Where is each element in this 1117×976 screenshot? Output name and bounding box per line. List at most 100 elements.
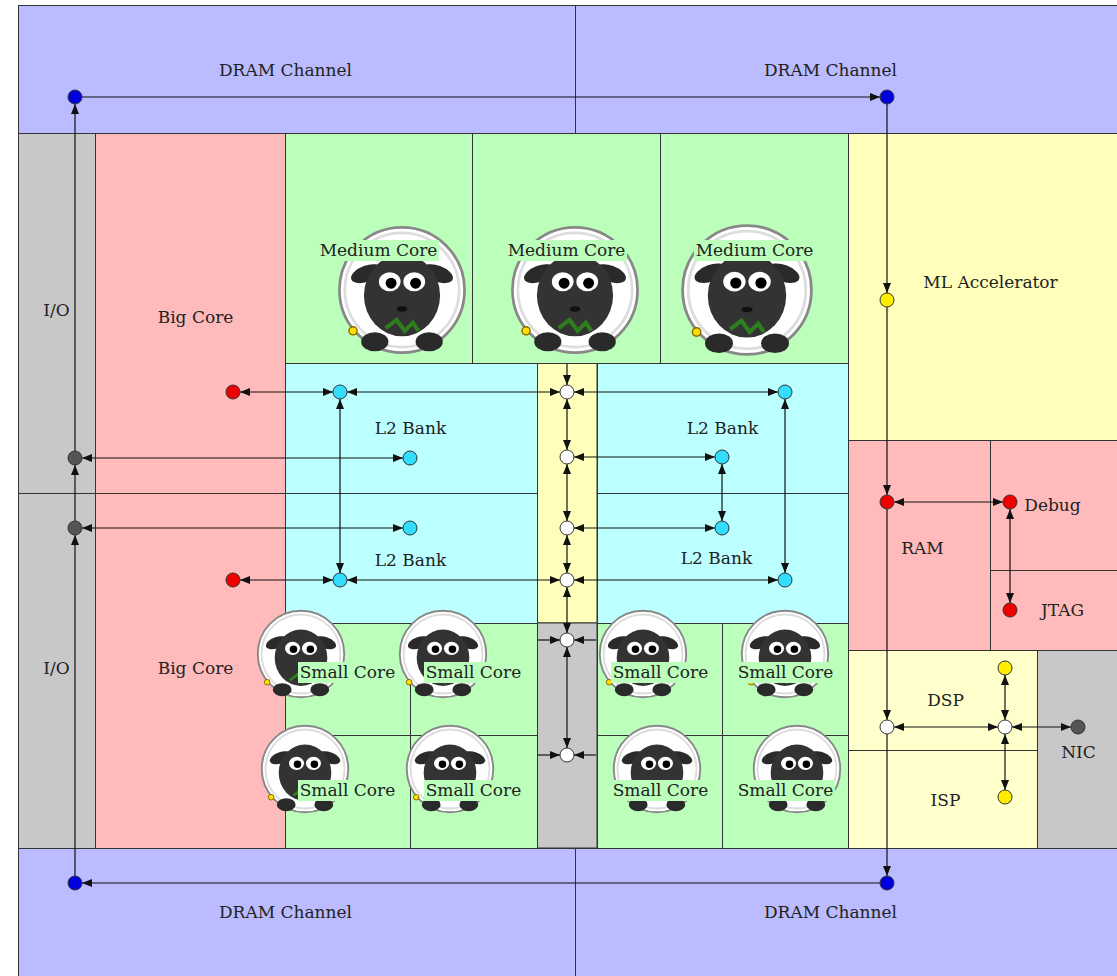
router-dot [403,451,417,465]
bus-connector [894,501,1003,502]
bus-connector [1009,509,1010,603]
block-label: Small Core [736,662,836,682]
router-dot [1071,720,1085,734]
block-label: Big Core [156,658,236,678]
block-label: JTAG [1039,600,1086,620]
noc-link [1004,675,1005,720]
bus-connector [82,96,880,97]
dram-channel: DRAM Channel [18,848,576,976]
sheep-illustration [262,726,348,812]
block-label: L2 Bank [679,548,754,568]
router-dot [998,790,1012,804]
block-label: RAM [899,538,945,558]
sheep-illustration [407,726,493,812]
router-dot [880,876,894,890]
router-dot [715,521,729,535]
block-label: Big Core [156,307,236,327]
sheep-illustration [512,227,637,352]
block-label: I/O [41,658,71,678]
bus-connector [886,509,887,720]
noc-link [566,587,567,633]
router-dot [226,573,240,587]
router-dot [226,385,240,399]
block-label: Small Core [611,780,711,800]
noc-link [538,639,560,640]
router-dot [880,495,894,509]
router-dot [560,450,574,464]
router-dot [998,661,1012,675]
bus-connector [240,579,333,580]
ram-block: RAM [848,440,991,651]
sheep-illustration [754,726,840,812]
noc-link [566,364,567,385]
io-block: I/O [18,133,96,494]
noc-link [574,639,596,640]
block-label: L2 Bank [373,418,448,438]
router-dot [715,450,729,464]
block-label: DRAM Channel [217,60,354,80]
bus-connector [74,465,75,521]
noc-link [574,527,715,528]
block-label: Small Core [611,662,711,682]
block-label: DRAM Channel [762,60,899,80]
router-dot [998,720,1012,734]
block-label: Small Core [736,780,836,800]
big-core: Big Core [95,133,286,494]
block-label: DRAM Channel [217,902,354,922]
router-dot [560,573,574,587]
dram-channel: DRAM Channel [575,5,1117,134]
block-label: Small Core [424,780,524,800]
l2-bank: L2 Bank [285,363,538,494]
noc-link [566,399,567,450]
noc-link [574,579,778,580]
sheep-illustration [600,611,686,697]
router-dot [403,521,417,535]
noc-link [347,579,560,580]
l2-bank: L2 Bank [597,363,849,494]
noc-link [347,391,560,392]
noc-link [574,456,715,457]
bus-connector [886,734,887,876]
router-dot [778,385,792,399]
block-label: L2 Bank [685,418,760,438]
big-core: Big Core [95,493,286,849]
bus-connector [74,535,75,876]
block-label: L2 Bank [373,550,448,570]
bus-connector [240,391,333,392]
block-label: NIC [1059,742,1098,762]
block-label: Small Core [424,662,524,682]
sheep-illustration [742,611,828,697]
noc-link [566,647,567,748]
block-label: Small Core [298,662,398,682]
sheep-illustration [683,226,812,355]
router-dot [880,90,894,104]
router-column [537,363,597,623]
router-dot [68,90,82,104]
router-dot [560,521,574,535]
router-dot [560,385,574,399]
bus-connector [82,457,403,458]
dram-channel: DRAM Channel [18,5,576,134]
block-label: ML Accelerator [921,272,1059,292]
bus-connector [784,399,785,573]
io-block: I/O [18,493,96,849]
bus-connector [886,104,887,293]
router-dot [560,748,574,762]
router-dot [560,633,574,647]
block-label: Medium Core [318,240,440,260]
router-dot [333,573,347,587]
router-dot [1003,495,1017,509]
bus-connector [82,527,403,528]
router-dot [880,720,894,734]
block-label: DRAM Channel [762,902,899,922]
block-label: Medium Core [506,240,628,260]
sheep-illustration [258,611,344,697]
block-label: Debug [1022,495,1082,515]
l2-bank: L2 Bank [597,493,849,624]
noc-link [574,754,596,755]
block-label: Medium Core [694,240,816,260]
ml-accelerator: ML Accelerator [848,133,1117,441]
sheep-illustration [339,227,464,352]
router-dot [778,573,792,587]
